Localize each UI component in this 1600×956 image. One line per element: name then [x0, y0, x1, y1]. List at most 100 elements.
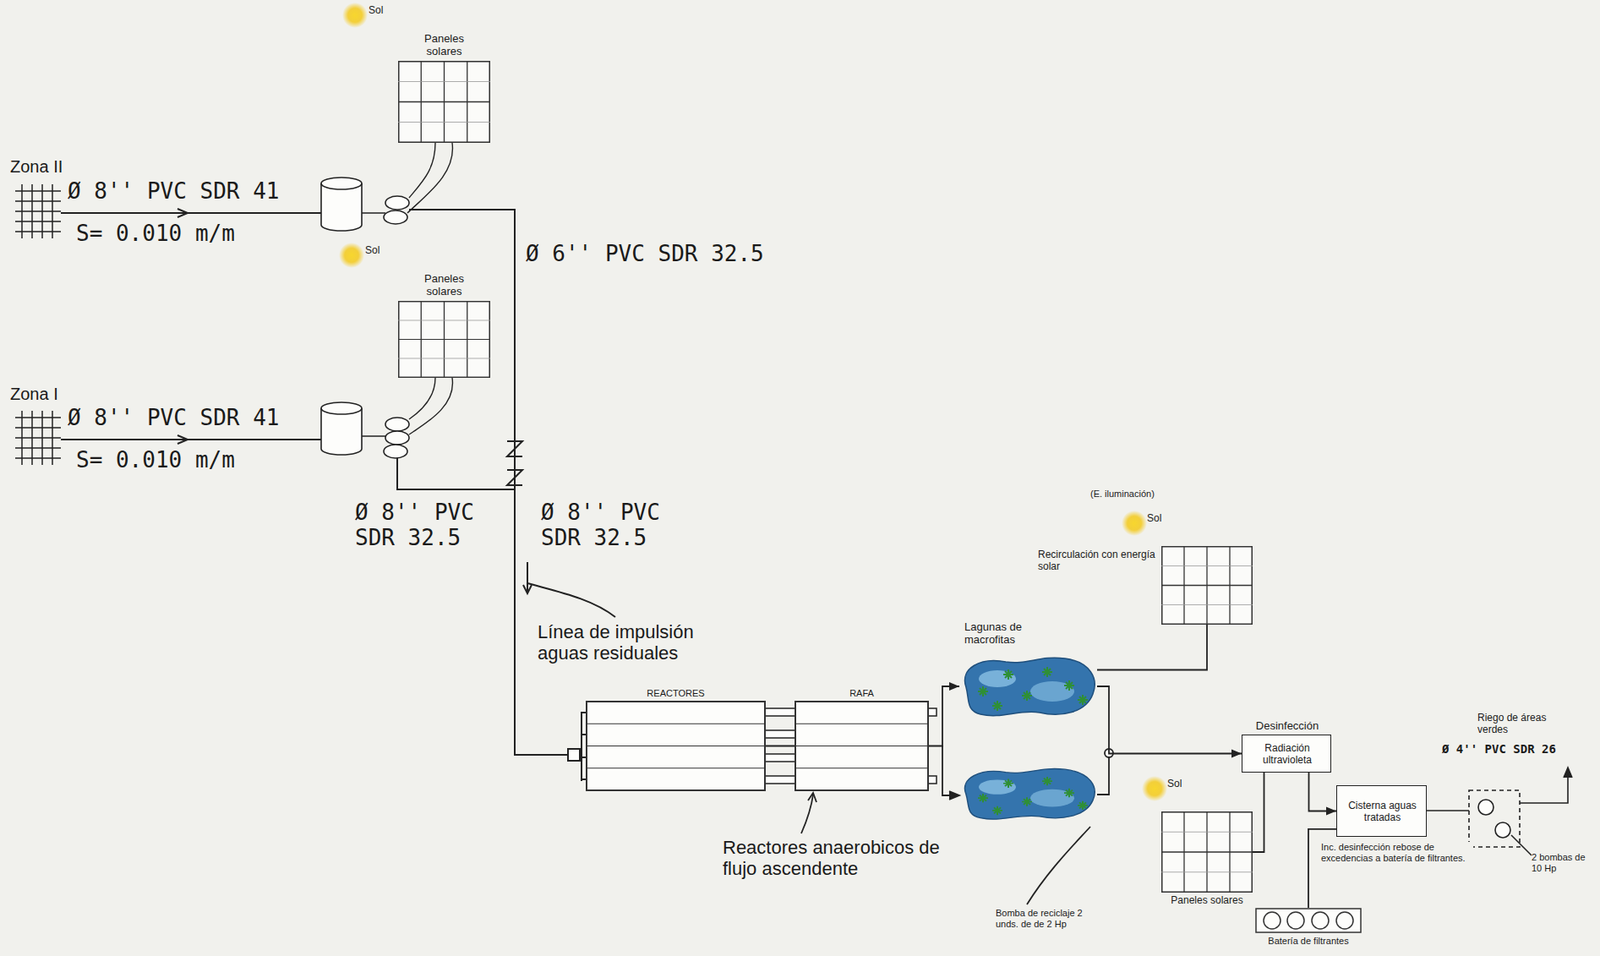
sewer-pipe	[60, 438, 322, 441]
shape-heading: Paneles solares	[415, 32, 475, 59]
solar-panel: Recirculación con energía solar	[1161, 546, 1253, 625]
sun-icon	[1121, 510, 1147, 536]
reactor-shape	[795, 701, 929, 791]
callout-note: Reactores anaerobicos de flujo ascendent…	[722, 836, 960, 880]
flow-connector	[1252, 772, 1265, 852]
sewer-pipe	[60, 212, 322, 214]
pipe-spec: Ø 4'' PVC SDR 26	[1441, 742, 1557, 756]
macrophyte-lagoon: Lagunas de macrofitas	[959, 653, 1098, 720]
reactor-connector	[928, 708, 937, 716]
reactor-connector	[928, 775, 937, 784]
wet-well-tank	[361, 212, 386, 437]
force-main-pipe	[409, 209, 568, 755]
collection-grid	[15, 184, 61, 465]
flow-connector	[1097, 686, 1242, 759]
callout-note: Inc. desinfección rebose de excedencias …	[1321, 841, 1474, 863]
shape-heading: RAFA	[849, 688, 874, 699]
irrigation-pump-station	[1478, 799, 1494, 815]
shape-heading: Lagunas de macrofitas	[964, 621, 1045, 647]
sun-icon	[342, 2, 368, 28]
pump-symbol	[385, 417, 410, 432]
lagoon-piping	[942, 745, 958, 796]
collection-grid	[15, 410, 61, 465]
flow-connector	[764, 745, 796, 747]
force-main-pipe	[397, 209, 616, 781]
flow-connector	[1308, 829, 1337, 908]
flow-connector	[1309, 772, 1338, 816]
solar-leader	[407, 142, 453, 213]
wet-well-tank	[321, 177, 362, 190]
lagoon-piping	[801, 794, 814, 834]
force-main-pipe	[527, 583, 616, 618]
filter-shape	[1255, 907, 1362, 934]
slope-spec: S= 0.010 m/m	[76, 221, 235, 247]
shape-heading: Recirculación con energía solar	[1037, 549, 1157, 574]
wet-well-tank	[321, 408, 362, 455]
shape-heading: Desinfección	[1255, 720, 1319, 733]
sun-icon	[338, 2, 1168, 802]
sewer-pipe	[177, 208, 188, 218]
arrowhead	[949, 682, 960, 691]
connector-line	[1252, 772, 1265, 852]
wet-well-tank	[321, 402, 362, 415]
panel-grid	[1161, 811, 1253, 893]
uv-disinfection-box: DesinfecciónRadiación ultravioleta	[1241, 734, 1332, 773]
treated-water-cistern: Cisterna aguas tratadas	[1336, 785, 1427, 837]
reactor-connector	[764, 730, 796, 738]
reactor-block: REACTORES	[586, 701, 765, 791]
callout-note: Línea de impulsión aguas residuales	[537, 621, 732, 665]
force-main-pipe	[579, 711, 582, 781]
slope-spec: S= 0.010 m/m	[76, 447, 235, 474]
wet-well-tank	[321, 183, 362, 231]
irrigation-pump-station	[1495, 822, 1511, 838]
force-main-pipe	[507, 441, 523, 457]
solar-panel: Paneles solares	[1161, 811, 1253, 893]
pipe-spec: Ø 8'' PVC SDR 32.5	[540, 500, 677, 552]
text-label: Zona II	[10, 157, 63, 177]
panel-grid	[398, 60, 491, 143]
irrigation-pump-station	[1468, 790, 1520, 847]
pump-symbol	[385, 431, 410, 445]
connector-line	[1097, 624, 1207, 671]
reactor-connector	[764, 708, 796, 716]
solar-panel: Paneles solares	[398, 300, 491, 378]
sun-icon	[1141, 775, 1168, 802]
lagoon-piping	[808, 792, 817, 803]
connector-line	[1097, 686, 1242, 754]
irrigation-pump-station	[1519, 769, 1568, 803]
irrigation-pump-station	[1511, 835, 1532, 856]
text-label: (E. iluminación)	[1090, 488, 1155, 500]
force-main-pipe	[397, 458, 515, 490]
sewer-pipe	[60, 208, 322, 444]
pipe-spec: Ø 6'' PVC SDR 32.5	[525, 241, 765, 268]
shape-heading: Paneles solares	[415, 273, 475, 299]
flow-connector	[1097, 624, 1207, 671]
solar-leader	[409, 377, 453, 435]
arrowhead	[1326, 807, 1337, 816]
text-label: Sol	[365, 245, 380, 257]
connector-line	[764, 745, 796, 748]
arrowhead	[1231, 749, 1242, 759]
text-label: Sol	[368, 5, 383, 17]
solar-leader	[409, 377, 436, 420]
collection-grid	[15, 184, 61, 239]
reactor-connector	[764, 753, 796, 762]
lagoon-piping	[1097, 753, 1109, 795]
lagoon-shape	[959, 653, 1098, 720]
pump-symbol	[385, 196, 410, 210]
panel-grid	[398, 300, 491, 378]
callout-note: 2 bombas de 10 Hp	[1531, 851, 1595, 874]
reactor-connector	[764, 775, 796, 784]
connector-line	[1309, 772, 1338, 812]
sewer-pipe	[177, 435, 188, 444]
sun-icon	[338, 242, 365, 268]
callout-note: Bomba de reciclaje 2 unds. de de 2 Hp	[995, 907, 1093, 929]
text-label: Sol	[1146, 513, 1162, 525]
force-main-pipe	[523, 562, 532, 594]
pump-symbol	[383, 210, 408, 224]
connector-line	[928, 686, 960, 747]
pump-symbol	[383, 444, 408, 459]
box-text: Radiación ultravioleta	[1247, 742, 1327, 767]
text-label: Zona I	[10, 384, 59, 405]
